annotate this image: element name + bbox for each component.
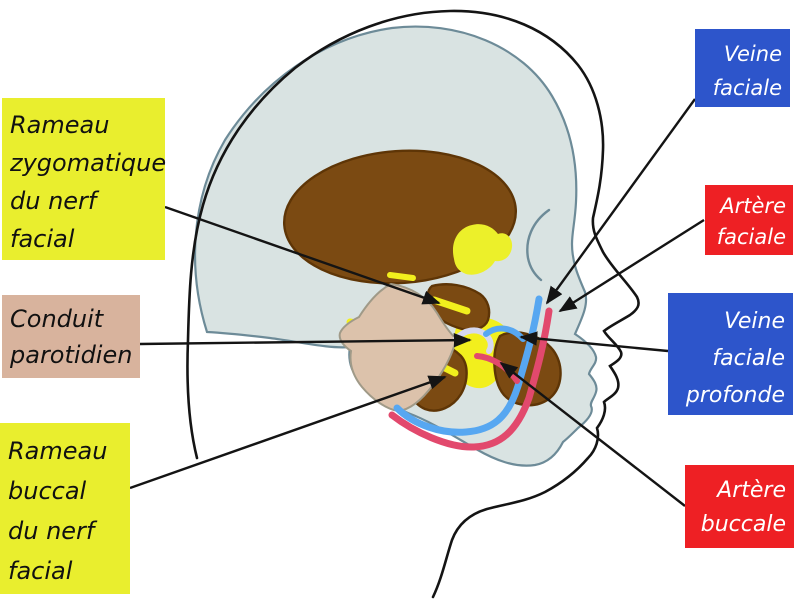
label-line: Conduit [10, 305, 104, 333]
label-line: du nerf [8, 517, 95, 545]
parotid-gland-shape [338, 282, 458, 413]
label-line: Artère [717, 478, 786, 503]
label-line: parotidien [10, 341, 133, 369]
label-veine-faciale-profonde: Veine faciale profonde [668, 293, 793, 415]
label-line: faciale [712, 76, 782, 100]
label-line: du nerf [10, 187, 97, 215]
eye-orbit-arc [526, 208, 551, 282]
leader-conduit-parotidien [139, 332, 472, 348]
facial-artery-path [388, 307, 553, 451]
leader-artere-buccale [499, 361, 686, 507]
label-line: faciale [712, 346, 785, 371]
label-artere-buccale: Artère buccale [685, 465, 794, 548]
label-line: facial [10, 225, 75, 253]
label-line: profonde [685, 383, 785, 408]
label-conduit-parotidien: Conduit parotidien [2, 295, 140, 378]
zygomatic-region-shape [452, 224, 513, 275]
leader-rameau-buccal [129, 375, 447, 490]
label-line: Rameau [8, 437, 108, 465]
label-line: buccal [8, 477, 87, 505]
label-line: Rameau [10, 111, 110, 139]
label-line: Veine [724, 309, 785, 334]
label-line: buccale [700, 512, 786, 537]
leader-artere-faciale [558, 218, 705, 313]
leader-veine-faciale [545, 98, 696, 305]
label-line: zygomatique [10, 149, 167, 177]
label-line: Veine [723, 42, 782, 66]
upper-nerve-sliver [387, 272, 416, 281]
leader-veine-faciale-profonde [519, 331, 669, 353]
label-rameau-zygomatique: Rameau zygomatique du nerf facial [2, 98, 167, 260]
label-line: facial [8, 557, 73, 585]
head-outline [186, 9, 640, 599]
label-line: faciale [716, 225, 786, 249]
label-artere-faciale: Artère faciale [705, 185, 793, 255]
leader-rameau-zygomatique [164, 205, 441, 305]
label-line: Artère [720, 194, 786, 218]
label-rameau-buccal: Rameau buccal du nerf facial [0, 423, 130, 594]
label-veine-faciale: Veine faciale [695, 29, 790, 107]
